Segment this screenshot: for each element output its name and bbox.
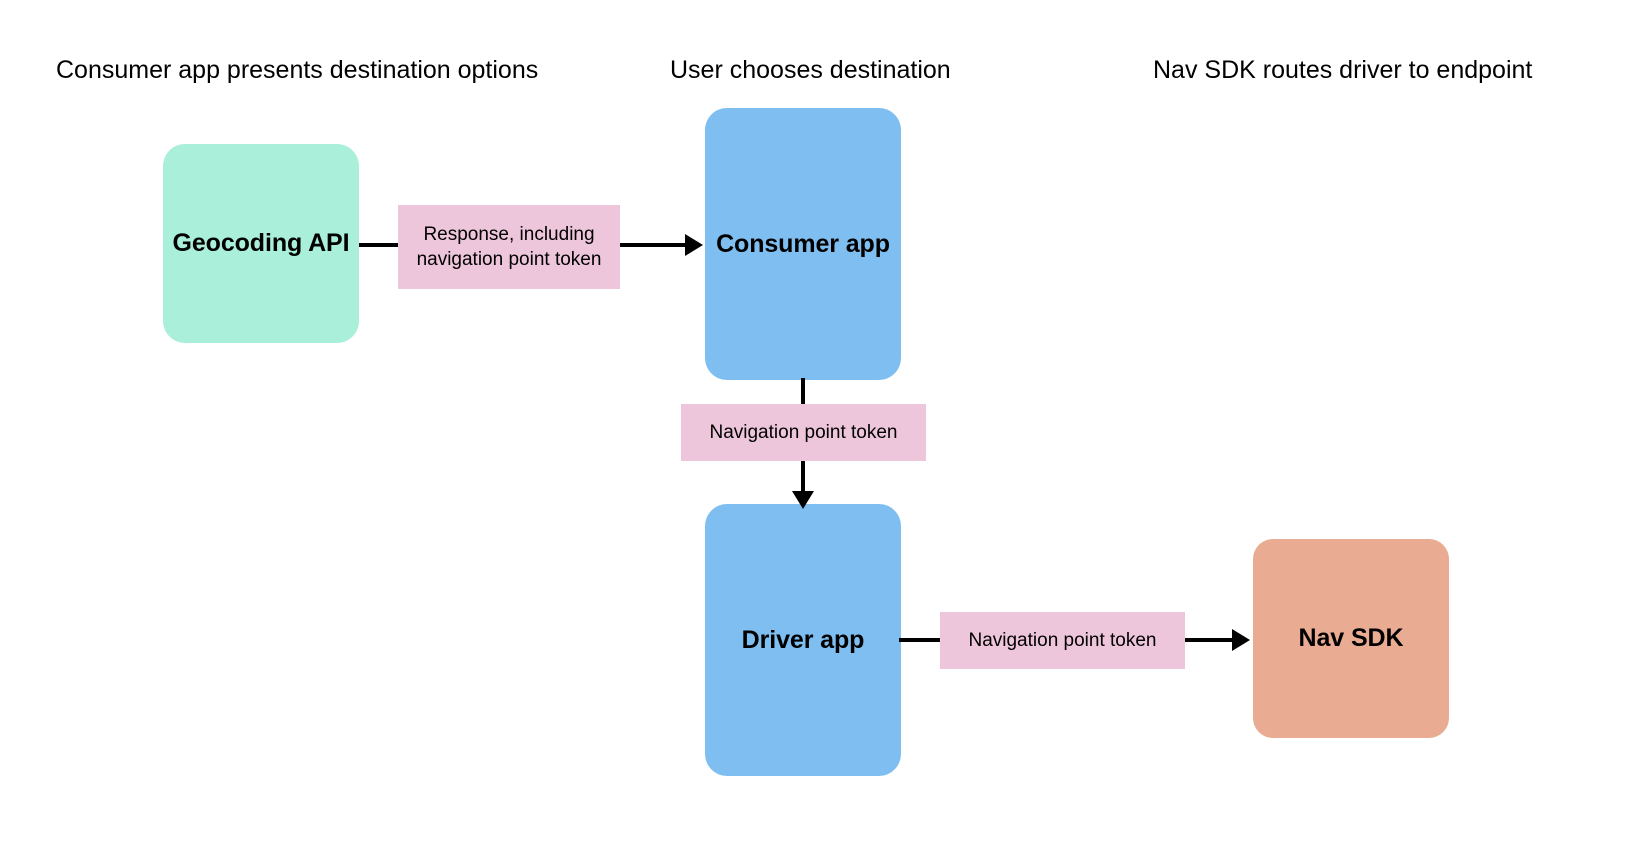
connector-geocoding-to-response-label [359, 243, 401, 247]
column-header-user-chooses: User chooses destination [670, 56, 951, 84]
node-geocoding-api[interactable]: Geocoding API [163, 144, 359, 343]
node-consumer-app[interactable]: Consumer app [705, 108, 901, 380]
node-driver-app[interactable]: Driver app [705, 504, 901, 776]
node-nav-sdk[interactable]: Nav SDK [1253, 539, 1449, 738]
edge-label-navtoken-bottom-text: Navigation point token [968, 630, 1157, 651]
connector-navtoken-label-to-navsdk [1182, 638, 1234, 642]
node-nav-sdk-label: Nav SDK [1298, 624, 1404, 652]
node-driver-app-label: Driver app [741, 625, 865, 654]
node-consumer-app-label: Consumer app [716, 229, 890, 258]
edge-label-response-including-navigation-point-token: Response, including navigation point tok… [398, 205, 620, 289]
arrowhead-right-icon-to-navsdk [1232, 629, 1250, 651]
connector-consumer-to-navtoken-label [801, 378, 805, 428]
edge-label-response-text: Response, including navigation point tok… [416, 224, 602, 270]
column-header-consumer-presents: Consumer app presents destination option… [56, 56, 539, 84]
connector-response-label-to-consumer [617, 243, 685, 247]
connector-navtoken-label-to-driver [801, 455, 805, 497]
arrowhead-down-icon-to-driver [792, 491, 814, 509]
column-header-navsdk-routes: Nav SDK routes driver to endpoint [1153, 56, 1533, 84]
edge-label-navigation-point-token-consumer-to-driver: Navigation point token [681, 404, 926, 461]
edge-label-navtoken-mid-text: Navigation point token [709, 422, 898, 443]
connector-driver-to-navtoken-label [899, 638, 945, 642]
edge-label-navigation-point-token-driver-to-navsdk: Navigation point token [940, 612, 1185, 669]
node-geocoding-api-label: Geocoding API [172, 229, 350, 257]
arrowhead-right-icon-to-consumer [685, 234, 703, 256]
